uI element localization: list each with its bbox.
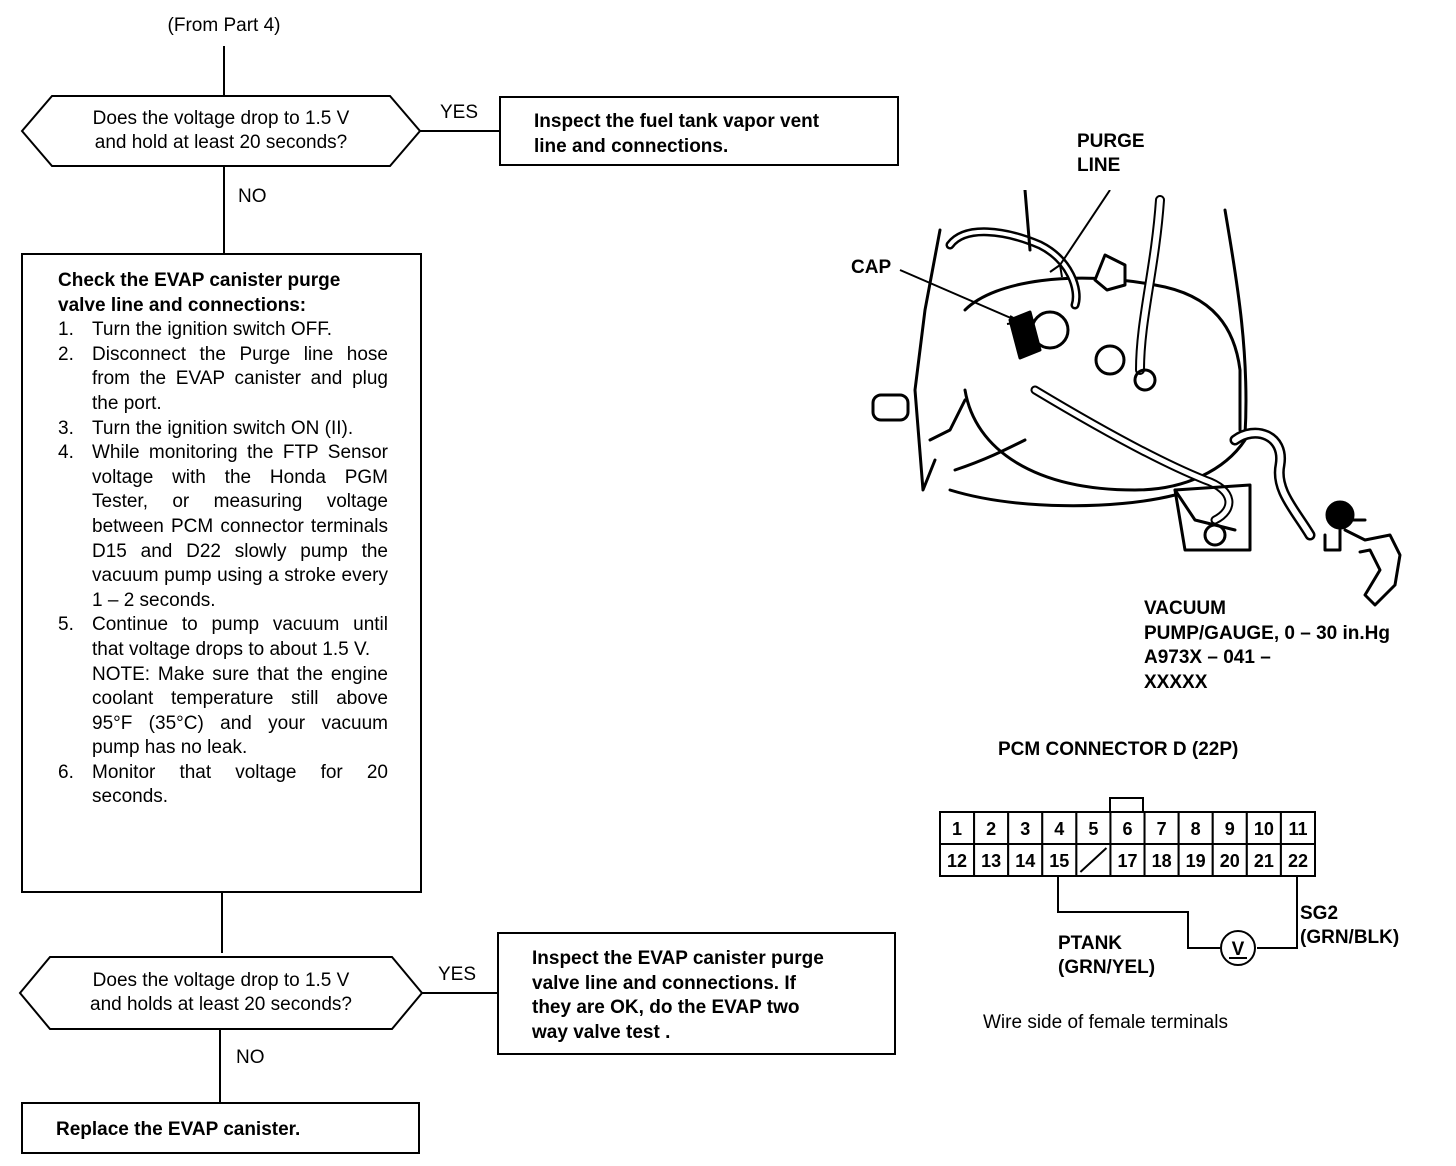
terminal-number: 19 [1186, 851, 1206, 871]
step-1: 1.Turn the ignition switch OFF. [58, 319, 333, 341]
voltmeter-letter: V [1232, 939, 1245, 960]
step-4: 4.While monitoring the FTP Sensor voltag… [58, 442, 388, 611]
terminal-number: 4 [1054, 819, 1064, 839]
step-5-note: NOTE: Make sure that the engine coolant … [92, 663, 388, 759]
terminal-number: 20 [1220, 851, 1240, 871]
action-box-purge-valve: Inspect the EVAP canister purge valve li… [497, 932, 896, 1055]
terminal-cell [1109, 843, 1146, 877]
no-label-2: NO [236, 1047, 265, 1068]
terminal-number: 8 [1191, 819, 1201, 839]
decision-1-shape [20, 95, 422, 167]
yes-label-2: YES [438, 964, 477, 985]
action-1-line2: line and connections. [534, 135, 729, 157]
terminal-number: 10 [1254, 819, 1274, 839]
no-label-1: NO [238, 186, 267, 207]
action-1-line1: Inspect the fuel tank vapor vent [534, 111, 820, 132]
terminal-number: 17 [1117, 851, 1137, 871]
yes-label-1: YES [440, 102, 479, 123]
from-part-label: (From Part 4) [167, 15, 281, 36]
terminal-number: 7 [1157, 819, 1167, 839]
final-action-text: Replace the EVAP canister. [56, 1119, 301, 1140]
step-5: 5.Continue to pump vacuum until that vol… [58, 613, 388, 761]
action-2-line3: they are OK, do the EVAP two [532, 997, 800, 1019]
terminal-number: 6 [1122, 819, 1132, 839]
terminal-cell [1211, 811, 1248, 845]
procedure-steps: 1.Turn the ignition switch OFF. 2.Discon… [58, 318, 388, 810]
terminal-cell [1041, 811, 1078, 845]
terminal-number: 1 [952, 819, 962, 839]
check-heading-line2: valve line and connections: [58, 294, 307, 316]
terminal-number: 11 [1288, 819, 1307, 839]
unused-terminal-slash [1079, 847, 1108, 873]
check-heading-line1: Check the EVAP canister purge [58, 270, 341, 291]
terminal-number: 12 [947, 851, 967, 871]
terminal-cell [1007, 843, 1044, 877]
terminal-cell [1177, 843, 1214, 877]
decision-2-shape [18, 956, 424, 1030]
connector-title: PCM CONNECTOR D (22P) [998, 739, 1239, 760]
terminal-number: 22 [1288, 851, 1308, 871]
terminal-number: 2 [986, 819, 996, 839]
terminal-cell [939, 843, 976, 877]
action-2-line2: valve line and connections. If [532, 972, 796, 994]
ptank-label: PTANK (GRN/YEL) [1058, 933, 1156, 978]
voltmeter-symbol [1220, 930, 1256, 966]
terminal-cell [1143, 843, 1180, 877]
terminal-cell [1245, 843, 1282, 877]
step-3: 3.Turn the ignition switch ON (II). [58, 417, 354, 439]
decision-2-text: Does the voltage drop to 1.5 V and holds… [90, 970, 352, 1015]
step-6: 6.Monitor that voltage for 20 seconds. [58, 761, 388, 808]
sg2-label: SG2 (GRN/BLK) [1300, 903, 1400, 948]
vacuum-pump-label: VACUUM PUMP/GAUGE, 0 – 30 in.Hg A973X – … [1144, 598, 1390, 693]
evap-canister-illustration [871, 190, 1402, 607]
terminal-number: 21 [1254, 851, 1274, 871]
final-action-box: Replace the EVAP canister. [21, 1102, 420, 1154]
terminal-number: 14 [1015, 851, 1035, 871]
connector-caption: Wire side of female terminals [983, 1012, 1228, 1033]
check-procedure-box: Check the EVAP canister purge valve line… [21, 253, 422, 893]
terminal-number: 18 [1152, 851, 1172, 871]
purge-line-label: PURGE LINE [1077, 131, 1145, 176]
terminal-number: 9 [1225, 819, 1235, 839]
terminal-number: 5 [1088, 819, 1098, 839]
terminal-number: 3 [1020, 819, 1030, 839]
decision-1-text: Does the voltage drop to 1.5 V and hold … [92, 108, 350, 153]
action-box-vent-line: Inspect the fuel tank vapor vent line an… [499, 96, 899, 166]
action-2-line1: Inspect the EVAP canister purge [532, 948, 824, 969]
terminal-number: 15 [1049, 851, 1069, 871]
step-2: 2.Disconnect the Purge line hose from th… [58, 343, 388, 414]
terminal-number: 13 [981, 851, 1001, 871]
action-2-line4: way valve test . [532, 1021, 671, 1043]
cap-label: CAP [851, 257, 892, 278]
